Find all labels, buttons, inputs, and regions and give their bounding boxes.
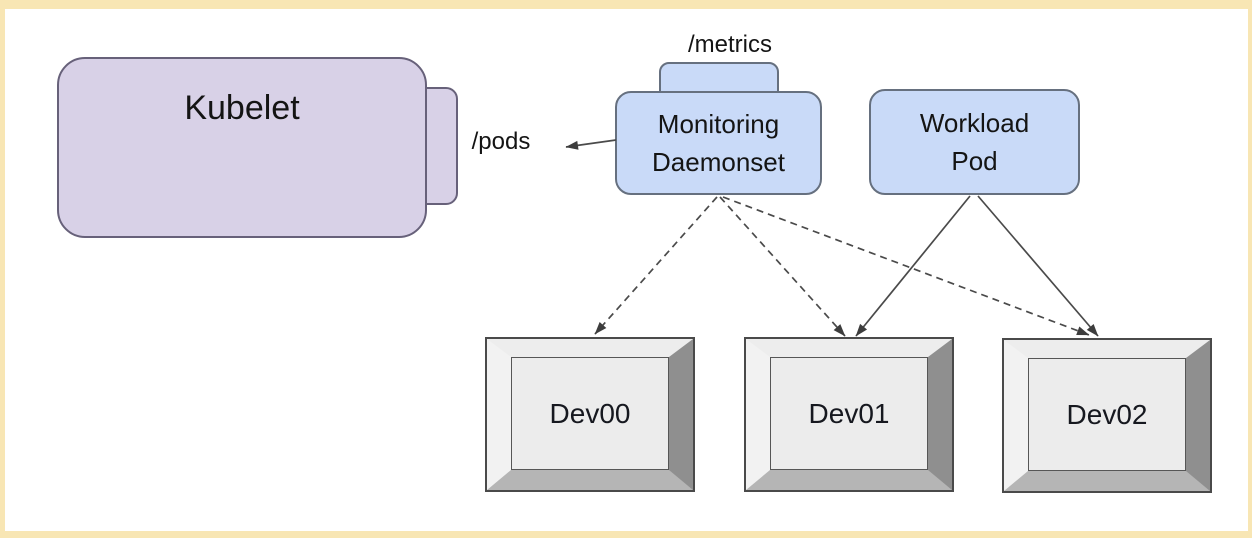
workload-label-line1: Workload — [919, 108, 1030, 138]
device-node-dev01: Dev01 — [744, 337, 954, 492]
kubelet-label: Kubelet — [184, 89, 300, 127]
edge-monitoring-to-dev00 — [594, 196, 718, 335]
device-label: Dev02 — [1028, 358, 1186, 471]
device-bevel — [1004, 340, 1210, 491]
edge-monitoring-to-dev01 — [719, 196, 846, 337]
edge-workload-to-dev02 — [977, 195, 1099, 337]
device-node-dev02: Dev02 — [1002, 338, 1212, 493]
kubelet-node: Kubelet — [57, 57, 427, 238]
metrics-endpoint-label: /metrics — [688, 31, 772, 58]
monitoring-label-line1: Monitoring — [657, 109, 780, 139]
monitoring-daemonset-node: Monitoring Daemonset — [615, 91, 822, 195]
device-bevel — [487, 339, 693, 490]
device-label: Dev00 — [511, 357, 669, 470]
device-label: Dev01 — [770, 357, 928, 470]
device-node-dev00: Dev00 — [485, 337, 695, 492]
edge-monitoring-to-pods — [565, 139, 617, 150]
edge-monitoring-to-dev02 — [722, 196, 1090, 336]
monitoring-label-line2: Daemonset — [652, 147, 785, 177]
pods-endpoint-label: /pods — [471, 128, 531, 155]
workload-pod-node: Workload Pod — [869, 89, 1080, 195]
edge-workload-to-dev01 — [855, 195, 971, 337]
device-bevel — [746, 339, 952, 490]
workload-label-line2: Pod — [951, 146, 998, 176]
